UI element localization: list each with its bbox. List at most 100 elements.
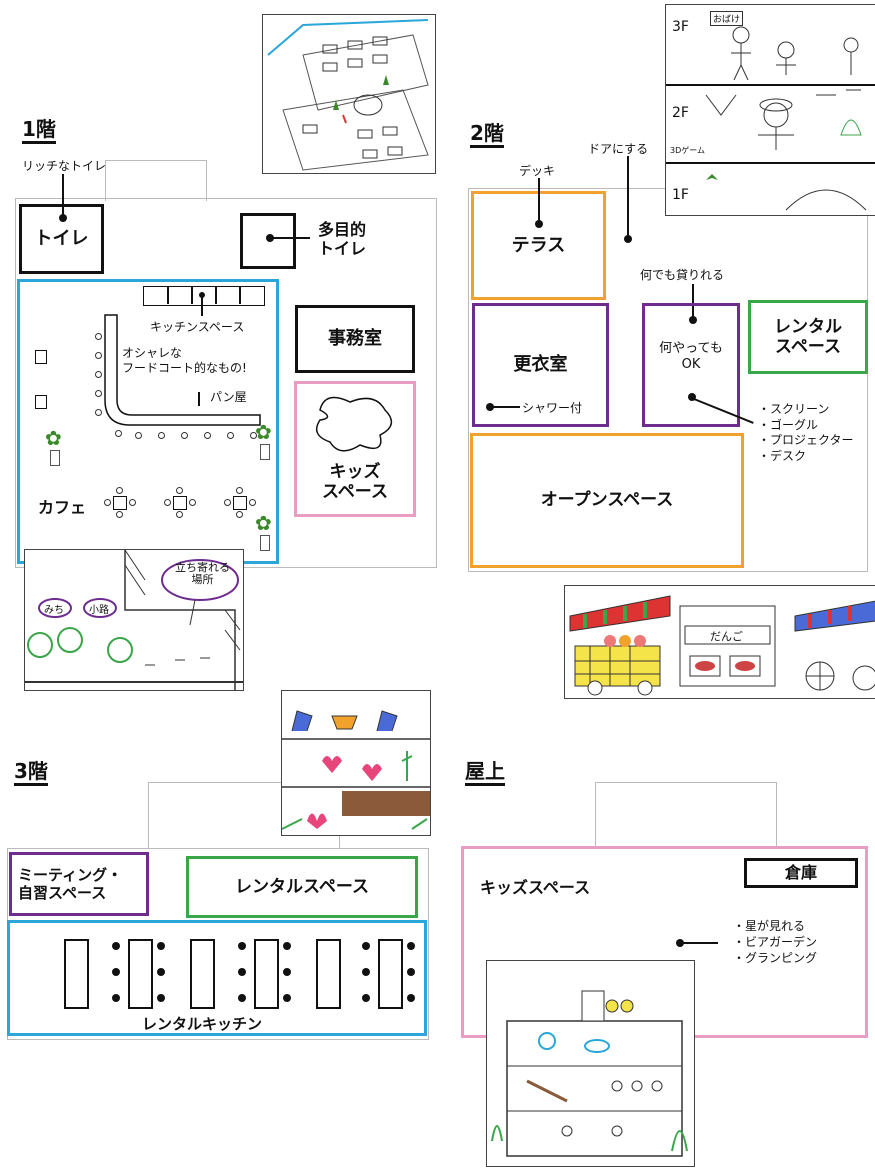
equipment-item: ・ゴーグル <box>758 417 819 432</box>
floor1-title: 1階 <box>22 118 56 144</box>
rent-pointer-dot <box>689 316 697 324</box>
f3-label: 3F <box>672 19 689 35</box>
chair <box>283 968 291 976</box>
kitchen-pointer <box>201 296 203 316</box>
make-door-note: ドアにする <box>588 142 649 156</box>
rental-space-room: レンタル スペース <box>748 300 868 374</box>
stool <box>115 430 122 437</box>
anything-ok-room <box>642 303 740 427</box>
rooftop-outline-top <box>595 782 777 847</box>
chair <box>157 968 165 976</box>
stool <box>227 432 234 439</box>
stool <box>135 432 142 439</box>
floor1-bottom-sketch: 立ち寄れる 場所 みち 小路 <box>24 549 244 691</box>
food-stalls-sketch: だんご <box>564 585 875 699</box>
chair <box>407 968 415 976</box>
chair <box>362 942 370 950</box>
changing-room: 更衣室 <box>472 303 609 427</box>
changing-room-label: 更衣室 <box>513 354 568 376</box>
floor3-title: 3階 <box>14 760 48 786</box>
stool <box>95 390 102 397</box>
rich-toilet-pointer-dot <box>59 214 67 222</box>
shelves-drawing <box>282 710 430 830</box>
floor3-shelves-sketch <box>281 690 431 836</box>
floor2-floors-sketch: 3F 2F 1F おばけ 3Dゲーム <box>665 4 875 216</box>
office-label: 事務室 <box>328 328 382 350</box>
cafe-label: カフェ <box>38 498 87 517</box>
stool <box>158 432 165 439</box>
plant-icon: ✿ <box>45 426 62 450</box>
meeting-label: ミーティング・ 自習スペース <box>18 866 123 902</box>
plant-icon: ✿ <box>255 511 272 535</box>
door-pointer-dot <box>624 235 632 243</box>
stool <box>95 409 102 416</box>
chair <box>407 994 415 1002</box>
shower-pointer <box>492 406 520 408</box>
chair <box>157 942 165 950</box>
side-table <box>35 350 47 364</box>
stool <box>204 432 211 439</box>
chair <box>283 994 291 1002</box>
rooftop-pointer-dot <box>676 939 684 947</box>
multi-toilet-pointer <box>270 237 310 239</box>
toilet-label: トイレ <box>34 228 89 250</box>
multi-toilet-room <box>240 213 296 269</box>
standing-spot-note: 立ち寄れる 場所 <box>175 561 230 587</box>
stool <box>181 432 188 439</box>
chair <box>362 968 370 976</box>
terrace-label: テラス <box>511 234 566 256</box>
food-court-note: オシャレな フードコート的なもの! <box>122 346 247 375</box>
equipment-item: ・デスク <box>758 448 807 463</box>
shower-note: シャワー付 <box>522 401 583 415</box>
chair <box>238 968 246 976</box>
rooftop-feature: ・ビアガーデン <box>733 935 818 950</box>
three-floors-sketch <box>666 26 875 211</box>
equipment-pointer-dot <box>688 393 696 401</box>
kitchen-table <box>190 939 215 1009</box>
bakery-pointer <box>198 392 200 406</box>
plant-pot <box>260 535 270 551</box>
stalls-drawing <box>569 595 875 696</box>
door-pointer <box>627 156 629 240</box>
f2-label: 2F <box>672 105 689 121</box>
chair <box>112 968 120 976</box>
deck-pointer <box>538 178 540 224</box>
rental-space-label: レンタルスペース <box>235 876 369 897</box>
game3d-label: 3Dゲーム <box>670 146 706 155</box>
kitchen-table <box>378 939 403 1009</box>
multi-toilet-label: 多目的 トイレ <box>318 220 367 259</box>
meeting-room: ミーティング・ 自習スペース <box>9 852 149 916</box>
path-note: 小路 <box>89 605 109 616</box>
rooftop-kids-label: キッズスペース <box>480 878 591 897</box>
kids-space-label: キッズ スペース <box>322 462 388 502</box>
rental-space-label: レンタル スペース <box>774 316 842 357</box>
rooftop-drawing <box>491 990 688 1157</box>
floor1-top-sketch <box>262 14 436 174</box>
chair <box>283 942 291 950</box>
plant-pot <box>260 444 270 460</box>
kitchen-table <box>316 939 341 1009</box>
chair <box>238 994 246 1002</box>
kitchen-space-note: キッチンスペース <box>150 320 245 334</box>
rooftop-features: ・星が見れる ・ビアガーデン ・グランピング <box>733 918 817 967</box>
cafe-layout-sketch <box>267 19 429 171</box>
bakery-note: パン屋 <box>210 390 247 404</box>
storage-label: 倉庫 <box>784 863 817 883</box>
rent-pointer <box>692 284 694 320</box>
plant-icon: ✿ <box>255 420 272 444</box>
food-court-counter <box>104 314 261 426</box>
deck-pointer-dot <box>535 220 543 228</box>
street-sketch <box>25 550 243 690</box>
ghost-label: おばけ <box>710 11 744 26</box>
stool <box>95 352 102 359</box>
office-room: 事務室 <box>295 305 415 373</box>
floor2-plan <box>468 188 868 572</box>
rooftop-sketch <box>486 960 695 1167</box>
rental-kitchen-zone <box>7 920 427 1036</box>
michi-note: みち <box>44 605 64 616</box>
f1-label: 1F <box>672 187 689 203</box>
chair <box>407 942 415 950</box>
chair <box>362 994 370 1002</box>
plant-pot <box>50 450 60 466</box>
rent-anything-note: 何でも貸りれる <box>640 268 725 282</box>
